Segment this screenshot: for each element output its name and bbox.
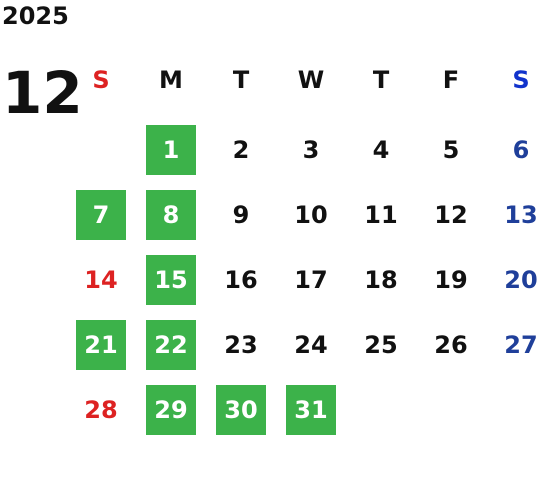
weekday-thu: T <box>372 66 390 94</box>
calendar-day[interactable]: 13 <box>504 201 538 229</box>
calendar-day[interactable]: 5 <box>442 136 460 164</box>
weekday-wed: W <box>297 66 325 94</box>
weekday-fri: F <box>442 66 460 94</box>
calendar-day[interactable]: 25 <box>364 331 398 359</box>
calendar-day[interactable]: 19 <box>434 266 468 294</box>
calendar-day[interactable]: 10 <box>294 201 328 229</box>
calendar-day-highlighted[interactable]: 8 <box>146 190 196 240</box>
calendar-day[interactable]: 18 <box>364 266 398 294</box>
calendar-day[interactable]: 2 <box>232 136 250 164</box>
calendar-day-highlighted[interactable]: 21 <box>76 320 126 370</box>
calendar-day[interactable]: 27 <box>504 331 538 359</box>
calendar-day[interactable]: 6 <box>512 136 530 164</box>
calendar-day-highlighted[interactable]: 15 <box>146 255 196 305</box>
calendar-day[interactable]: 24 <box>294 331 328 359</box>
calendar-day-highlighted[interactable]: 1 <box>146 125 196 175</box>
calendar-day-highlighted[interactable]: 31 <box>286 385 336 435</box>
weekday-sun: S <box>92 66 110 94</box>
calendar-day-highlighted[interactable]: 29 <box>146 385 196 435</box>
calendar-day[interactable]: 3 <box>302 136 320 164</box>
calendar-day[interactable]: 9 <box>232 201 250 229</box>
month-number: 12 <box>2 59 83 127</box>
year-label: 2025 <box>2 2 69 30</box>
weekday-tue: T <box>232 66 250 94</box>
weekday-sat: S <box>512 66 530 94</box>
calendar-day[interactable]: 20 <box>504 266 538 294</box>
calendar-day-highlighted[interactable]: 30 <box>216 385 266 435</box>
calendar-day-highlighted[interactable]: 7 <box>76 190 126 240</box>
calendar-day[interactable]: 23 <box>224 331 258 359</box>
calendar-day[interactable]: 14 <box>84 266 118 294</box>
calendar-day[interactable]: 11 <box>364 201 398 229</box>
calendar-day[interactable]: 16 <box>224 266 258 294</box>
calendar-day[interactable]: 17 <box>294 266 328 294</box>
calendar-day[interactable]: 28 <box>84 396 118 424</box>
calendar-day-highlighted[interactable]: 22 <box>146 320 196 370</box>
calendar-day[interactable]: 4 <box>372 136 390 164</box>
calendar-day[interactable]: 12 <box>434 201 468 229</box>
weekday-mon: M <box>159 66 183 94</box>
calendar-day[interactable]: 26 <box>434 331 468 359</box>
